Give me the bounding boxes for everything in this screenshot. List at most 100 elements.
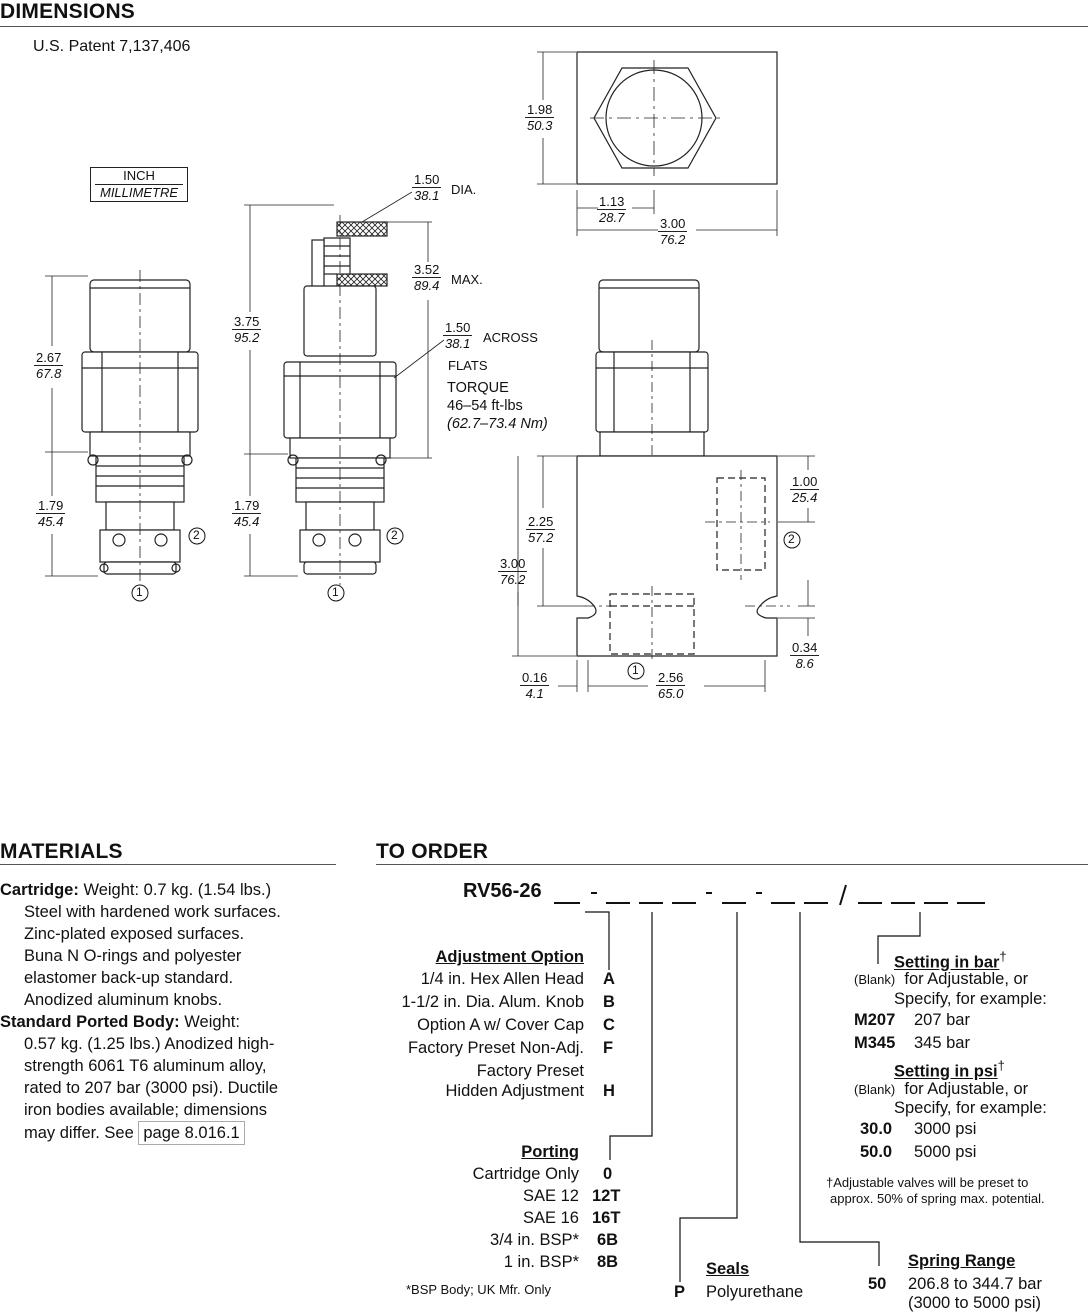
setting-psi-example-text: 3000 psi <box>914 1120 977 1138</box>
setting-bar-heading: Setting in bar† <box>894 949 1007 972</box>
adjustment-option-code: C <box>603 1016 615 1034</box>
adjustment-option-label: Option A w/ Cover Cap <box>417 1016 584 1034</box>
dimension-drawing <box>45 51 815 692</box>
porting-option-label: 1 in. BSP* <box>503 1253 579 1271</box>
label-torque: TORQUE <box>447 380 509 396</box>
dimensions-rule <box>0 26 1088 27</box>
body-front-view <box>576 279 790 660</box>
spring-line: (3000 to 5000 psi) <box>908 1294 1042 1312</box>
model-code: RV56-26 <box>463 880 542 902</box>
adjustment-option-label: 1/4 in. Hex Allen Head <box>420 970 584 988</box>
materials-body: Cartridge: Weight: 0.7 kg. (1.54 lbs.) S… <box>0 879 345 1145</box>
label-torque-ftlbs: 46–54 ft-lbs <box>447 398 523 414</box>
port-1-callout: 1 <box>332 585 339 599</box>
porting-option-label: Cartridge Only <box>472 1165 579 1183</box>
body-line: 0.57 kg. (1.25 lbs.) Anodized high- <box>24 1035 275 1053</box>
porting-option-code: 12T <box>592 1187 621 1205</box>
cartridge-view-1 <box>81 270 199 585</box>
setting-psi-blank: (Blank) for Adjustable, or <box>854 1080 1029 1098</box>
adjustment-option-label: Hidden Adjustment <box>445 1082 584 1100</box>
setting-bar-blank: (Blank) for Adjustable, or <box>854 970 1029 988</box>
seals-heading: Seals <box>706 1260 750 1278</box>
body-line: strength 6061 T6 aluminum alloy, <box>24 1057 267 1075</box>
porting-option-label: SAE 12 <box>523 1187 579 1205</box>
units-legend: INCH MILLIMETRE <box>90 167 188 202</box>
order-rule <box>376 864 1088 865</box>
units-mm: MILLIMETRE <box>99 185 178 200</box>
label-flats: FLATS <box>448 358 488 373</box>
body-label: Standard Ported Body: <box>0 1013 180 1031</box>
port-1-callout: 1 <box>632 663 639 677</box>
adjustment-option-label: Factory Preset <box>476 1062 584 1080</box>
adjustment-option-code: F <box>603 1039 614 1057</box>
body-weight-label: Weight: <box>184 1013 240 1031</box>
page-link[interactable]: page 8.016.1 <box>138 1121 245 1145</box>
porting-option-code: 6B <box>597 1231 619 1249</box>
adjustment-option-label: 1-1/2 in. Dia. Alum. Knob <box>401 993 584 1011</box>
porting-option-code: 16T <box>592 1209 621 1227</box>
cartridge-view-2 <box>283 215 397 585</box>
cartridge-line: Steel with hardened work surfaces. <box>24 903 281 921</box>
top-view <box>576 51 778 185</box>
label-dia: DIA. <box>451 182 477 197</box>
setting-bar-example-text: 345 bar <box>914 1034 970 1052</box>
porting-option-code: 0 <box>603 1165 613 1183</box>
setting-footnote: approx. 50% of spring max. potential. <box>830 1191 1045 1206</box>
setting-psi-specify: Specify, for example: <box>894 1099 1047 1117</box>
body-line: may differ. See <box>24 1124 134 1142</box>
seals-code: P <box>674 1283 686 1301</box>
cartridge-line: Zinc-plated exposed surfaces. <box>24 925 245 943</box>
port-1-callout: 1 <box>136 585 143 599</box>
label-torque-nm: (62.7–73.4 Nm) <box>447 416 548 432</box>
porting-heading: Porting <box>521 1143 579 1161</box>
cartridge-weight: Weight: 0.7 kg. (1.54 lbs.) <box>83 881 272 899</box>
porting-option-label: SAE 16 <box>523 1209 579 1227</box>
cartridge-line: elastomer back-up standard. <box>24 969 234 987</box>
setting-psi-example-code: 30.0 <box>860 1120 893 1138</box>
materials-rule <box>0 864 336 865</box>
setting-bar-example-text: 207 bar <box>914 1011 970 1029</box>
setting-bar-example-code: M345 <box>854 1034 896 1052</box>
label-max: MAX. <box>451 272 483 287</box>
adjustment-heading: Adjustment Option <box>435 948 584 966</box>
seals-label: Polyurethane <box>706 1283 804 1301</box>
porting-option-label: 3/4 in. BSP* <box>490 1231 579 1249</box>
setting-bar-example-code: M207 <box>854 1011 896 1029</box>
adjustment-option-code: B <box>603 993 615 1011</box>
cartridge-line: Anodized aluminum knobs. <box>24 991 223 1009</box>
port-2-callout: 2 <box>391 528 398 542</box>
dimensions-title: DIMENSIONS <box>0 0 136 23</box>
spring-code: 50 <box>868 1275 887 1293</box>
port-2-callout: 2 <box>788 532 795 546</box>
setting-psi-example-code: 50.0 <box>860 1143 893 1161</box>
spring-line: 206.8 to 344.7 bar <box>908 1275 1042 1293</box>
setting-bar-specify: Specify, for example: <box>894 990 1047 1008</box>
adjustment-option-label: Factory Preset Non-Adj. <box>407 1039 584 1057</box>
label-across: ACROSS <box>483 330 538 345</box>
port-2-callout: 2 <box>193 528 200 542</box>
patent-text: U.S. Patent 7,137,406 <box>33 38 191 55</box>
porting-footnote: *BSP Body; UK Mfr. Only <box>406 1282 551 1297</box>
order-title: TO ORDER <box>376 840 489 863</box>
body-line: iron bodies available; dimensions <box>24 1101 268 1119</box>
setting-footnote: †Adjustable valves will be preset to <box>826 1175 1029 1190</box>
body-line: rated to 207 bar (3000 psi). Ductile <box>24 1079 279 1097</box>
adjustment-option-code: H <box>603 1082 615 1100</box>
cartridge-line: Buna N O-rings and polyester <box>24 947 242 965</box>
